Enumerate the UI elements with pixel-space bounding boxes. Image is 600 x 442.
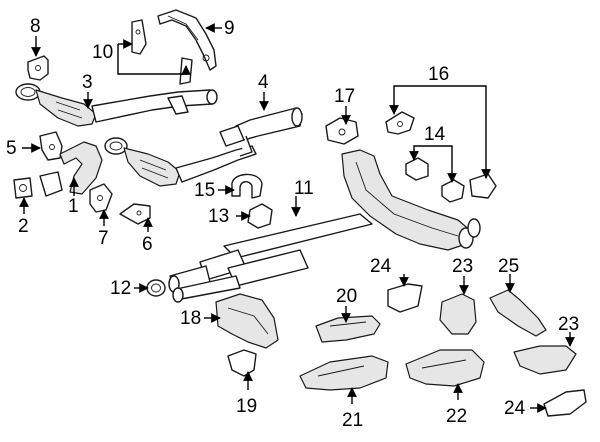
callout-13: 13 bbox=[208, 206, 229, 227]
callout-1: 1 bbox=[68, 196, 79, 217]
part-15-clamp bbox=[231, 173, 263, 199]
callout-10: 10 bbox=[92, 42, 113, 63]
part-12-grommet bbox=[146, 279, 166, 297]
leader-lines bbox=[19, 23, 575, 413]
callout-15: 15 bbox=[194, 180, 215, 201]
callout-11: 11 bbox=[294, 178, 314, 199]
part-13-isolator bbox=[247, 203, 273, 229]
part-18-heat-shield bbox=[215, 293, 279, 349]
part-19-shield bbox=[227, 349, 257, 377]
callout-labels: 1 2 3 4 5 6 7 8 9 10 11 12 13 14 15 16 1… bbox=[6, 16, 579, 431]
callout-17: 17 bbox=[334, 86, 355, 107]
part-21-heat-shield bbox=[299, 355, 389, 391]
part-4-intermediate-pipe bbox=[219, 107, 303, 157]
callout-19: 19 bbox=[236, 396, 257, 417]
part-9-hanger bbox=[157, 9, 217, 71]
callout-7: 7 bbox=[98, 228, 109, 249]
callout-25: 25 bbox=[498, 256, 519, 277]
callout-12: 12 bbox=[110, 278, 131, 299]
callout-20: 20 bbox=[336, 286, 357, 307]
part-5-bracket bbox=[39, 131, 63, 161]
callout-23-upper: 23 bbox=[452, 256, 473, 277]
callout-8: 8 bbox=[30, 16, 41, 37]
callout-23-lower: 23 bbox=[558, 314, 579, 335]
part-7-bracket bbox=[89, 183, 113, 213]
callout-16: 16 bbox=[428, 64, 449, 85]
part-20-heat-shield bbox=[315, 315, 381, 343]
part-23-shields bbox=[439, 293, 577, 375]
callout-14: 14 bbox=[424, 124, 446, 145]
callout-6: 6 bbox=[142, 234, 153, 255]
part-16-brackets bbox=[385, 111, 497, 199]
callout-21: 21 bbox=[342, 410, 363, 431]
rear-catalytic-converter bbox=[104, 137, 257, 187]
callout-24-upper: 24 bbox=[370, 256, 392, 277]
callout-4: 4 bbox=[258, 72, 269, 93]
callout-18: 18 bbox=[180, 308, 201, 329]
callout-5: 5 bbox=[6, 138, 17, 159]
part-14-isolators bbox=[405, 157, 465, 203]
part-2-gasket bbox=[13, 177, 33, 199]
part-24-shields bbox=[387, 283, 587, 417]
callout-22: 22 bbox=[446, 406, 467, 427]
part-3-front-catalytic-converter bbox=[15, 83, 218, 127]
part-8-bracket bbox=[27, 55, 49, 81]
part-1-heat-shield bbox=[39, 141, 103, 197]
callout-9: 9 bbox=[224, 18, 235, 39]
part-17-hanger bbox=[325, 117, 359, 145]
part-22-heat-shield bbox=[405, 349, 485, 387]
callout-24-lower: 24 bbox=[504, 398, 526, 419]
part-25-shield bbox=[489, 289, 547, 337]
callout-3: 3 bbox=[82, 72, 93, 93]
callout-2: 2 bbox=[18, 216, 29, 237]
part-11-muffler-assembly bbox=[168, 149, 481, 303]
part-6-shield bbox=[119, 203, 151, 225]
